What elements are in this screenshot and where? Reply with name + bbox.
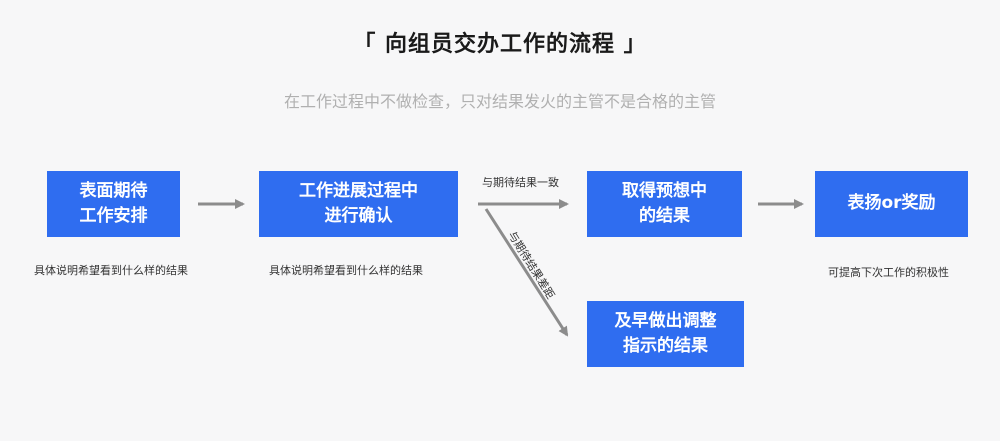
page-title: 「 向组员交办工作的流程 」: [353, 32, 647, 57]
box-praise-reward: 表扬or奖励: [815, 171, 968, 237]
box-progress-check: 工作进展过程中 进行确认: [259, 171, 458, 237]
box-line: 工作进展过程中: [299, 180, 418, 201]
box-line: 取得预想中: [622, 180, 707, 201]
box-line: 表面期待: [79, 180, 148, 201]
box-line: 表扬or奖励: [847, 193, 936, 214]
page-subtitle: 在工作过程中不做检查，只对结果发火的主管不是合格的主管: [283, 92, 716, 111]
box-line: 进行确认: [324, 206, 393, 226]
box-line: 及早做出调整: [614, 310, 717, 331]
box-line: 指示的结果: [623, 336, 708, 356]
box-line: 的结果: [639, 206, 690, 226]
box-expected-result: 取得预想中 的结果: [587, 171, 742, 237]
note-step4: 可提高下次工作的积极性: [828, 266, 949, 279]
label-consistent: 与期待结果一致: [482, 176, 559, 189]
arrow-step2-to-step5: [484, 208, 569, 337]
box-expectation-assignment: 表面期待 工作安排: [47, 171, 180, 237]
box-line: 工作安排: [79, 206, 148, 226]
box-early-adjustment: 及早做出调整 指示的结果: [587, 301, 744, 367]
note-step2: 具体说明希望看到什么样的结果: [269, 264, 423, 277]
note-step1: 具体说明希望看到什么样的结果: [34, 264, 188, 277]
